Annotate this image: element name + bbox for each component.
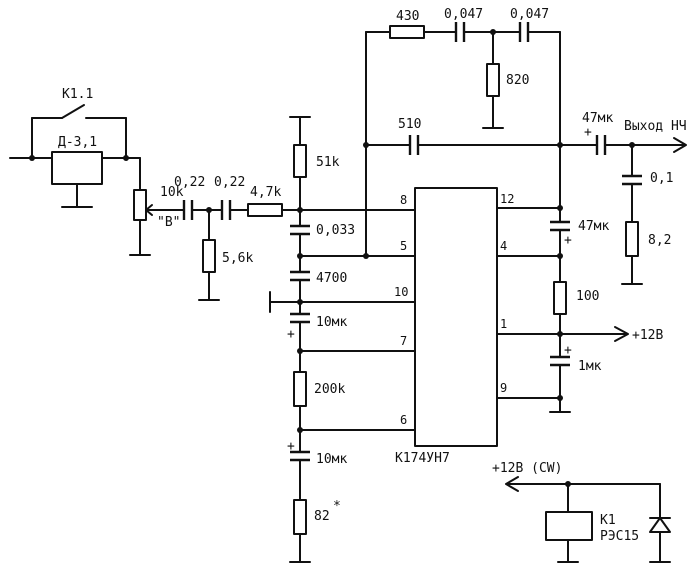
c-022a-label: 0,22	[174, 175, 205, 190]
r-5-6k-label: 5,6k	[222, 251, 253, 266]
c-0-1-label: 0,1	[650, 171, 673, 186]
c-047a-label: 0,047	[444, 7, 483, 22]
diode-icon	[649, 483, 671, 563]
r-82-label: 82	[314, 509, 330, 524]
r-100-label: 100	[576, 289, 599, 304]
block-d3-1	[51, 151, 103, 185]
resistor-820	[486, 63, 500, 97]
pin-8-label: 8	[400, 193, 407, 207]
ic-pins-left: 8 5 10 7 6	[299, 193, 416, 431]
r-51k-label: 51k	[316, 155, 340, 170]
point-b-label: "В"	[157, 215, 180, 230]
pin-10-label: 10	[394, 285, 408, 299]
r-82-mark: *	[333, 499, 341, 514]
pot-label: 10k	[160, 185, 184, 200]
pin-4-label: 4	[500, 239, 507, 253]
plus-1mk: +	[564, 343, 572, 358]
pin-1-label: 1	[500, 317, 507, 331]
resistor-200k	[293, 371, 307, 407]
relay-coil-k1	[545, 511, 593, 541]
plus-out: +	[584, 125, 592, 140]
c-033-label: 0,033	[316, 223, 355, 238]
potentiometer-10k: 10k "В"	[129, 157, 184, 256]
ic-k174un7	[414, 187, 498, 447]
plus-10mk-bot: +	[287, 439, 295, 454]
supply-label: +12В (CW)	[492, 461, 562, 476]
c-4700-label: 4700	[316, 271, 347, 286]
relay-contact-k1-1: К1.1	[9, 87, 127, 161]
c-10mk-top-label: 10мк	[316, 315, 347, 330]
pin-9-label: 9	[500, 381, 507, 395]
pin-5-label: 5	[400, 239, 407, 253]
r-430-label: 430	[396, 9, 419, 24]
r-8-2-label: 8,2	[648, 233, 671, 248]
pin-6-label: 6	[400, 413, 407, 427]
r-4-7k-label: 4,7k	[250, 185, 281, 200]
r-820-label: 820	[506, 73, 529, 88]
resistor-5-6k	[202, 239, 216, 273]
res15-label: РЭС15	[600, 529, 639, 544]
c-510-label: 510	[398, 117, 421, 132]
c-022b-label: 0,22	[214, 175, 245, 190]
c-47mk-boot-label: 47мк	[578, 219, 609, 234]
c-10mk-bot-label: 10мк	[316, 452, 347, 467]
pin-7-label: 7	[400, 334, 407, 348]
c-1mk-label: 1мк	[578, 359, 602, 374]
d3-1-label: Д-3,1	[58, 135, 97, 150]
output-label: Выход НЧ	[624, 119, 687, 134]
c-047b-label: 0,047	[510, 7, 549, 22]
resistor-82	[293, 499, 307, 535]
c-47mk-out-label: 47мк	[582, 111, 613, 126]
plus-boot: +	[564, 233, 572, 248]
k1-1-label: К1.1	[62, 87, 93, 102]
plus-10mk-top: +	[287, 327, 295, 342]
resistor-100	[553, 281, 567, 315]
ic-label: К174УН7	[395, 451, 450, 466]
k1-label: К1	[600, 513, 616, 528]
resistor-4-7k	[247, 203, 283, 217]
resistor-8-2	[625, 221, 639, 257]
plus12-label: +12В	[632, 328, 663, 343]
pin-12-label: 12	[500, 192, 514, 206]
resistor-430	[389, 25, 425, 39]
resistor-51k	[293, 144, 307, 178]
r-200k-label: 200k	[314, 382, 345, 397]
